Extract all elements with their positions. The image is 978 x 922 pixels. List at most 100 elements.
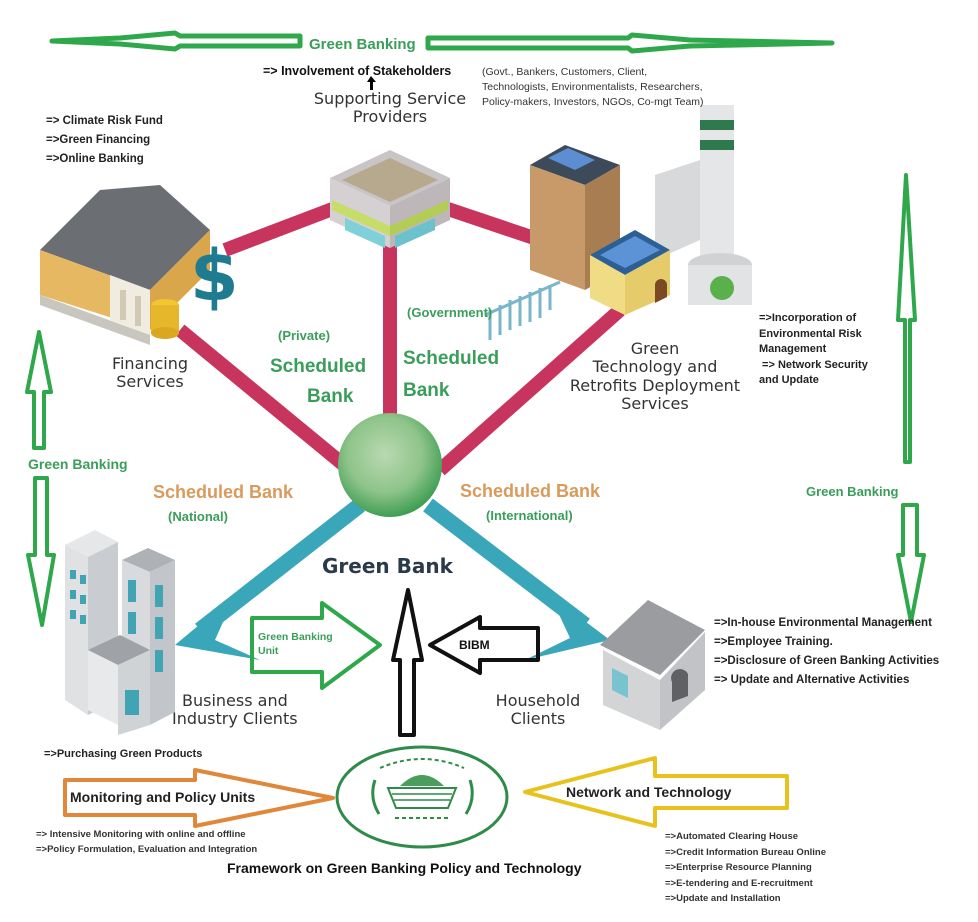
household-line1: Household <box>495 691 581 710</box>
government-scheduled-label: Scheduled <box>403 348 500 369</box>
green-banking-unit-arrow <box>250 601 382 690</box>
business-line2: Industry Clients <box>172 709 298 729</box>
green-tech-line: Services <box>621 394 689 414</box>
teal-arrowhead-household <box>525 595 610 660</box>
international-qualifier: (International) <box>486 508 573 523</box>
green-tech-bullets: =>Incorporation of Environmental Risk Ma… <box>759 311 868 389</box>
right-arrow-down <box>896 503 926 624</box>
household-bullets: =>In-house Environmental Management =>Em… <box>714 614 939 690</box>
financing-bullets: => Climate Risk Fund =>Green Financing =… <box>46 112 163 169</box>
right-green-banking-label: Green Banking <box>806 484 899 499</box>
stakeholders-line: Technologists, Environmentalists, Resear… <box>482 81 703 93</box>
upper-connectors <box>175 201 625 476</box>
central-up-arrow <box>391 588 424 737</box>
monitoring-bullet: =>Policy Formulation, Evaluation and Int… <box>36 844 258 855</box>
household-bullet: =>Disclosure of Green Banking Activities <box>714 655 940 667</box>
supporting-service-providers-label: Supporting Service Providers <box>295 89 485 127</box>
left-arrow-up <box>25 330 53 450</box>
network-technology-label: Network and Technology <box>566 784 732 800</box>
bank-building-icon: $ <box>40 185 239 345</box>
network-bullet: =>E-tendering and E-recruitment <box>665 877 813 889</box>
household-bullet: =>In-house Environmental Management <box>714 617 932 629</box>
bibm-arrow <box>428 615 540 675</box>
solar-factory-icon <box>484 105 752 340</box>
green-tech-bullet: Management <box>759 343 827 355</box>
right-green-banking-arrow <box>896 173 926 624</box>
national-scheduled-bank-label: Scheduled Bank <box>153 482 294 502</box>
financing-line1: Financing <box>111 354 189 373</box>
left-arrow-down <box>26 476 56 627</box>
green-banking-unit-label: Green Banking Unit <box>258 630 333 658</box>
network-technology-arrow <box>523 756 789 828</box>
international-scheduled-bank-label: Scheduled Bank <box>460 481 601 501</box>
connector-greentech-center <box>435 304 625 476</box>
supporting-line2: Providers <box>352 107 428 127</box>
business-bullets: =>Purchasing Green Products <box>44 748 202 760</box>
top-arrow-left <box>49 30 303 52</box>
lower-connectors <box>175 498 610 660</box>
stakeholders-line: Policy-makers, Investors, NGOs, Co-mgt T… <box>482 96 704 108</box>
framework-caption: Framework on Green Banking Policy and Te… <box>227 860 582 876</box>
green-tech-bullet: => Network Security <box>759 358 868 371</box>
business-industry-clients-label: Business and Industry Clients <box>172 691 332 729</box>
network-bullet: =>Enterprise Resource Planning <box>665 862 812 873</box>
business-bullet: =>Purchasing Green Products <box>44 748 203 760</box>
green-tech-bullet: Environmental Risk <box>759 327 862 340</box>
monitoring-bullets: => Intensive Monitoring with online and … <box>36 827 257 857</box>
monitoring-policy-label: Monitoring and Policy Units <box>70 789 256 805</box>
stakeholders-line: (Govt., Bankers, Customers, Client, <box>482 66 648 78</box>
pointer-icon <box>367 76 376 90</box>
financing-bullet: => Climate Risk Fund <box>46 115 163 127</box>
private-bank-label: Bank <box>307 386 354 407</box>
skyscraper-icon <box>65 530 175 735</box>
network-bullet: =>Credit Information Bureau Online <box>665 846 826 858</box>
household-bullet: =>Employee Training. <box>714 636 833 648</box>
house-icon <box>600 600 705 730</box>
network-bullets: =>Automated Clearing House =>Credit Info… <box>665 829 826 907</box>
green-tech-line: Retrofits Deployment <box>569 375 741 395</box>
connector-financing-supporting <box>222 201 338 257</box>
left-green-banking-label: Green Banking <box>28 456 128 472</box>
central-bank-seal-icon <box>335 745 509 849</box>
left-green-banking-arrow <box>25 330 56 627</box>
monitoring-bullet: => Intensive Monitoring with online and … <box>36 829 246 840</box>
bibm-label: BIBM <box>459 638 490 652</box>
green-tech-bullet: and Update <box>759 374 819 386</box>
top-green-banking-label: Green Banking <box>309 36 416 53</box>
office-building-icon <box>330 150 450 248</box>
teal-arrowhead-business <box>175 595 260 660</box>
gbu-line1: Green Banking <box>258 631 333 643</box>
national-qualifier: (National) <box>168 509 228 524</box>
business-line1: Business and <box>182 691 288 710</box>
supporting-line1: Supporting Service <box>313 89 467 108</box>
stakeholders-heading: => Involvement of Stakeholders <box>263 64 452 78</box>
network-bullet: =>Automated Clearing House <box>665 831 799 842</box>
green-tech-line: Green <box>630 339 680 358</box>
government-qualifier: (Government) <box>407 305 493 320</box>
government-bank-label: Bank <box>403 380 450 401</box>
financing-bullet: =>Green Financing <box>46 134 151 146</box>
financing-line2: Services <box>116 372 184 392</box>
green-tech-bullet: =>Incorporation of <box>759 312 857 324</box>
financing-bullet: =>Online Banking <box>46 153 144 165</box>
connector-supporting-greentech <box>442 201 543 247</box>
network-bullet: =>Update and Installation <box>665 893 781 904</box>
monitoring-policy-arrow <box>63 768 335 828</box>
gbu-line2: Unit <box>258 645 279 657</box>
top-arrow-right <box>425 32 835 54</box>
financing-services-label: Financing Services <box>95 354 205 392</box>
dollar-sign-icon: $ <box>190 235 239 317</box>
household-bullet: => Update and Alternative Activities <box>714 674 910 686</box>
green-tech-line: Technology and <box>592 357 718 377</box>
household-line2: Clients <box>510 709 566 729</box>
stakeholders-list: (Govt., Bankers, Customers, Client, Tech… <box>482 65 704 110</box>
household-clients-label: Household Clients <box>478 691 598 729</box>
green-bank-label: Green Bank <box>322 554 453 578</box>
green-technology-label: Green Technology and Retrofits Deploymen… <box>545 339 765 414</box>
top-green-banking-arrow <box>49 30 835 54</box>
globe-icon <box>338 413 442 517</box>
connector-financing-center <box>175 324 355 476</box>
private-scheduled-label: Scheduled <box>270 356 367 377</box>
private-qualifier: (Private) <box>278 328 331 343</box>
